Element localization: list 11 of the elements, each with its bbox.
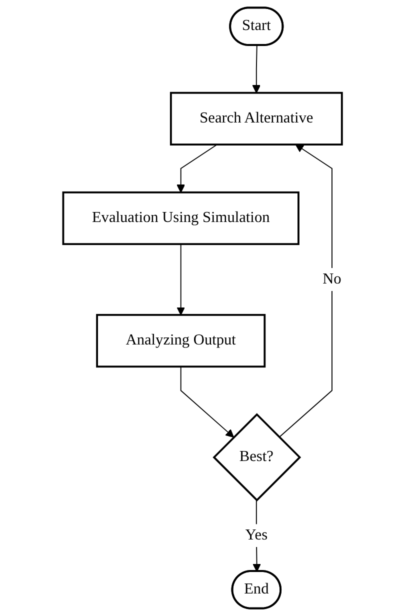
node-box: Analyzing Output <box>96 314 266 368</box>
arrow <box>177 144 218 193</box>
node-box: Search Alternative <box>170 92 344 146</box>
arrow <box>252 44 262 94</box>
node-diamond: Best? <box>213 413 302 502</box>
edge-label: No <box>323 270 342 288</box>
arrow <box>180 366 234 438</box>
arrow <box>177 244 186 316</box>
arrow <box>279 144 333 438</box>
node-box: Evaluation Using Simulation <box>62 191 300 246</box>
edge-label: Yes <box>246 526 268 544</box>
